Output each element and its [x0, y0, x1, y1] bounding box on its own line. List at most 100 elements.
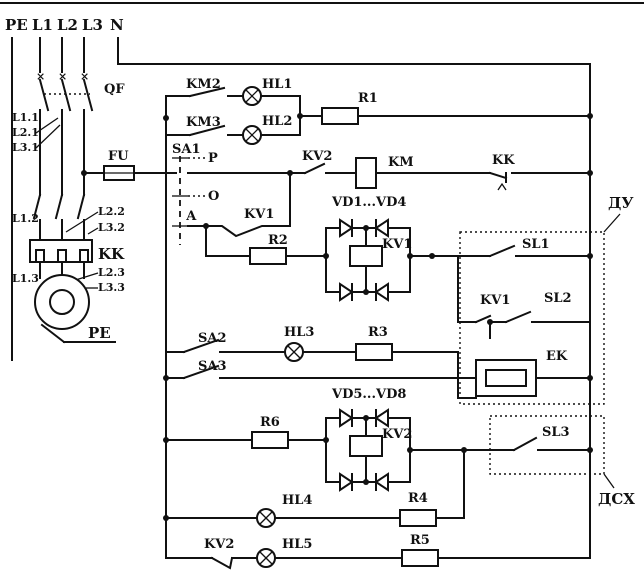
r2-label: R2	[268, 233, 288, 248]
kv2-top-label: KV2	[302, 149, 332, 164]
l31-leader	[35, 124, 61, 149]
kv2-bottom-contact	[210, 556, 234, 570]
dsx-zone-leader	[603, 473, 615, 489]
label-l32: L3.2	[98, 221, 125, 234]
r2-wire-in	[205, 225, 251, 257]
n-junction-km	[587, 170, 593, 176]
r4-label: R4	[408, 491, 428, 506]
kk-label: KK	[492, 153, 515, 168]
r1-resistor	[321, 107, 359, 125]
label-l21: L2.1	[12, 126, 39, 139]
fu-junction	[81, 170, 87, 176]
bus-label-l3: L3	[82, 16, 103, 34]
kv1-sl2-wire	[457, 255, 477, 323]
r4-resistor	[399, 509, 437, 527]
du-zone-leader	[603, 213, 621, 233]
km3-label: KM3	[186, 115, 221, 130]
kv2-coil-label: KV2	[382, 427, 412, 442]
sl2-label: SL2	[544, 291, 572, 306]
km3-junction	[163, 115, 169, 121]
sl1-contact	[488, 244, 516, 258]
vd1-vd4-bridge	[325, 218, 411, 302]
r5-label: R5	[410, 533, 430, 548]
km-main-contacts	[32, 184, 86, 241]
km-label: KM	[388, 155, 414, 170]
sa3-label: SA3	[198, 359, 227, 374]
r6-resistor	[251, 431, 289, 449]
sa1-label: SA1	[172, 142, 201, 157]
qf-label: QF	[104, 82, 125, 97]
kv1-sl-contact	[474, 314, 492, 324]
sl-junction	[429, 253, 435, 259]
kk-contact	[488, 171, 508, 191]
dsx-zone	[489, 415, 605, 475]
bridge-left-node	[323, 253, 329, 259]
motor-pe-leader	[40, 323, 66, 344]
hl5-label: HL5	[282, 537, 312, 552]
label-l31: L3.1	[12, 141, 39, 154]
bridge2-top-node	[363, 415, 369, 421]
kv1-contact-label: KV1	[244, 207, 274, 222]
r1-label: R1	[358, 91, 378, 106]
sl1-label: SL1	[522, 237, 550, 252]
bus-label-n: N	[110, 16, 124, 34]
label-l13: L1.3	[12, 272, 39, 285]
fu-label: FU	[108, 149, 129, 164]
km2-label: KM2	[186, 77, 221, 92]
km2-contact	[188, 86, 226, 98]
l21-leader	[35, 117, 59, 134]
bus-label-l2: L2	[57, 16, 78, 34]
bridge-bottom-node	[363, 289, 369, 295]
vd5-vd8-label: VD5...VD8	[331, 387, 406, 402]
bus-label-l1: L1	[32, 16, 53, 34]
r3-label: R3	[368, 325, 388, 340]
kv1-contact	[205, 225, 291, 238]
label-l22: L2.2	[98, 205, 125, 218]
hl5-lamp	[256, 548, 276, 568]
bus-label-pe: PE	[5, 16, 28, 34]
label-l11: L1.1	[12, 111, 39, 124]
sa2-label: SA2	[198, 331, 227, 346]
km-coil	[355, 157, 377, 189]
sl2-contact	[504, 310, 532, 324]
kk-thermal-relay	[29, 239, 93, 279]
bridge-right-node	[407, 253, 413, 259]
sa1-a-label: А	[186, 209, 197, 224]
hl4-lamp	[256, 508, 276, 528]
label-l33: L3.3	[98, 281, 125, 294]
bridge2-left-node	[323, 437, 329, 443]
svg-text:×: ×	[58, 70, 67, 83]
kk-relay-label: KK	[98, 245, 125, 263]
ek-label: EK	[546, 349, 568, 364]
hl1-lamp	[242, 86, 262, 106]
dsx-zone-label: ДСХ	[598, 490, 635, 508]
n-junction-ek	[587, 375, 593, 381]
sa2-contact	[182, 338, 220, 354]
r3-resistor	[355, 343, 393, 361]
bridge2-right-node	[407, 447, 413, 453]
vd5-vd8-bridge	[325, 408, 411, 492]
sa1-o-label: О	[208, 189, 219, 204]
svg-text:×: ×	[80, 70, 89, 83]
label-l23: L2.3	[98, 266, 125, 279]
motor	[34, 274, 90, 330]
sl3-label: SL3	[542, 425, 570, 440]
hl3-lamp	[284, 342, 304, 362]
hl2-lamp	[242, 125, 262, 145]
kv1-sl-label: KV1	[480, 293, 510, 308]
n-junction-r1	[587, 113, 593, 119]
bridge2-bottom-node	[363, 479, 369, 485]
bridge-top-node	[363, 225, 369, 231]
ek-wire-in	[457, 351, 477, 399]
svg-text:×: ×	[36, 70, 45, 83]
sl3-contact	[512, 436, 538, 452]
ek-heater	[475, 359, 537, 397]
kv1-coil-label: KV1	[382, 237, 412, 252]
label-l12: L1.2	[12, 212, 39, 225]
vd1-vd4-label: VD1...VD4	[331, 195, 406, 210]
hl3-label: HL3	[284, 325, 314, 340]
r2-resistor	[249, 247, 287, 265]
km3-contact	[188, 124, 226, 137]
sa3-contact	[182, 364, 220, 380]
